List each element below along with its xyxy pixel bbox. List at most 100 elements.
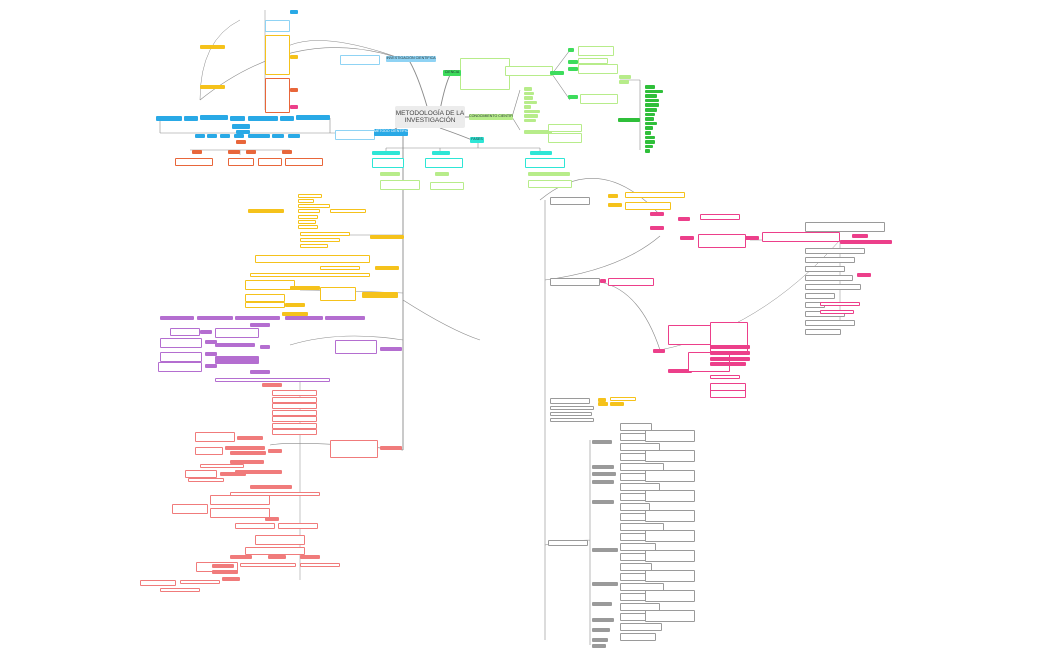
mindmap-node[interactable]	[272, 390, 317, 396]
mindmap-node[interactable]	[298, 225, 318, 229]
mindmap-node[interactable]	[298, 215, 318, 219]
mindmap-node[interactable]	[298, 199, 314, 203]
mindmap-node[interactable]	[156, 116, 182, 121]
mindmap-node[interactable]	[618, 118, 640, 122]
mindmap-node[interactable]	[550, 412, 592, 416]
mindmap-node[interactable]	[700, 214, 740, 220]
mindmap-node[interactable]	[528, 172, 570, 176]
mindmap-node[interactable]	[372, 158, 404, 168]
mindmap-node[interactable]	[645, 135, 655, 140]
mindmap-node[interactable]	[185, 470, 217, 478]
mindmap-node[interactable]	[805, 266, 845, 272]
mindmap-node[interactable]	[300, 563, 340, 567]
mindmap-node[interactable]	[380, 172, 400, 176]
mindmap-node[interactable]	[610, 397, 636, 401]
mindmap-node[interactable]	[620, 603, 660, 611]
branch-metodo-cientifico[interactable]: MÉTODO CIENTÍFICO	[374, 129, 408, 136]
branch-fases[interactable]: FASES	[470, 137, 484, 143]
mindmap-node[interactable]	[524, 100, 537, 104]
mindmap-node[interactable]	[290, 88, 298, 92]
mindmap-node[interactable]	[272, 409, 317, 416]
mindmap-node[interactable]	[645, 430, 695, 442]
mindmap-node[interactable]	[205, 364, 217, 368]
mindmap-node[interactable]	[820, 310, 854, 314]
mindmap-node[interactable]	[680, 236, 694, 240]
mindmap-node[interactable]	[645, 570, 695, 582]
mindmap-node[interactable]	[278, 523, 318, 529]
mindmap-node[interactable]	[530, 151, 552, 155]
mindmap-node[interactable]	[580, 94, 618, 104]
mindmap-node[interactable]	[335, 340, 377, 354]
mindmap-node[interactable]	[645, 121, 657, 126]
mindmap-node[interactable]	[230, 116, 245, 121]
mindmap-node[interactable]	[805, 329, 841, 335]
mindmap-node[interactable]	[380, 180, 420, 190]
mindmap-node[interactable]	[645, 470, 695, 482]
mindmap-node[interactable]	[375, 266, 399, 270]
mindmap-node[interactable]	[272, 134, 284, 138]
mindmap-node[interactable]	[236, 130, 250, 134]
mindmap-node[interactable]	[698, 234, 746, 248]
mindmap-node[interactable]	[268, 470, 282, 474]
mindmap-node[interactable]	[250, 273, 370, 277]
mindmap-node[interactable]	[625, 192, 685, 198]
mindmap-node[interactable]	[250, 370, 270, 374]
mindmap-node[interactable]	[265, 20, 290, 32]
mindmap-node[interactable]	[578, 58, 608, 64]
mindmap-node[interactable]	[620, 563, 652, 571]
mindmap-node[interactable]	[592, 480, 614, 484]
mindmap-node[interactable]	[805, 320, 855, 326]
mindmap-node[interactable]	[258, 158, 282, 166]
mindmap-node[interactable]	[592, 548, 618, 552]
mindmap-node[interactable]	[220, 134, 230, 138]
mindmap-node[interactable]	[568, 48, 574, 52]
mindmap-node[interactable]	[290, 55, 298, 59]
mindmap-node[interactable]	[620, 503, 650, 511]
mindmap-node[interactable]	[237, 436, 263, 440]
mindmap-node[interactable]	[215, 356, 259, 364]
mindmap-node[interactable]	[645, 490, 695, 502]
mindmap-node[interactable]	[290, 105, 298, 109]
mindmap-node[interactable]	[524, 91, 534, 95]
mindmap-node[interactable]	[592, 628, 610, 632]
mindmap-node[interactable]	[460, 58, 510, 90]
mindmap-node[interactable]	[650, 212, 664, 216]
mindmap-node[interactable]	[620, 423, 652, 431]
mindmap-node[interactable]	[228, 150, 240, 154]
mindmap-node[interactable]	[620, 463, 664, 471]
mindmap-node[interactable]	[222, 577, 240, 581]
mindmap-node[interactable]	[645, 140, 655, 144]
mindmap-node[interactable]	[245, 302, 285, 308]
mindmap-node[interactable]	[592, 644, 606, 648]
mindmap-node[interactable]	[290, 10, 298, 14]
mindmap-node[interactable]	[200, 330, 212, 334]
mindmap-node[interactable]	[600, 279, 606, 283]
mindmap-node[interactable]	[710, 362, 746, 366]
mindmap-node[interactable]	[320, 266, 360, 270]
mindmap-node[interactable]	[265, 35, 290, 75]
mindmap-node[interactable]	[228, 158, 254, 166]
mindmap-node[interactable]	[578, 64, 618, 74]
mindmap-node[interactable]	[568, 67, 578, 71]
mindmap-node[interactable]	[528, 180, 572, 188]
mindmap-node[interactable]	[592, 618, 614, 622]
mindmap-node[interactable]	[524, 109, 540, 113]
mindmap-node[interactable]	[548, 540, 588, 546]
mindmap-node[interactable]	[710, 375, 740, 379]
mindmap-node[interactable]	[282, 312, 308, 316]
mindmap-node[interactable]	[645, 112, 655, 117]
mindmap-node[interactable]	[205, 352, 217, 356]
mindmap-node[interactable]	[255, 535, 305, 545]
mindmap-node[interactable]	[192, 150, 202, 154]
mindmap-node[interactable]	[745, 236, 759, 240]
mindmap-node[interactable]	[653, 349, 665, 353]
mindmap-node[interactable]	[330, 440, 378, 458]
mindmap-node[interactable]	[210, 508, 270, 518]
mindmap-node[interactable]	[248, 209, 284, 213]
mindmap-node[interactable]	[200, 85, 225, 89]
mindmap-node[interactable]	[645, 510, 695, 522]
mindmap-node[interactable]	[645, 450, 695, 462]
mindmap-node[interactable]	[362, 292, 398, 298]
mindmap-node[interactable]	[207, 134, 217, 138]
mindmap-node[interactable]	[330, 209, 366, 213]
